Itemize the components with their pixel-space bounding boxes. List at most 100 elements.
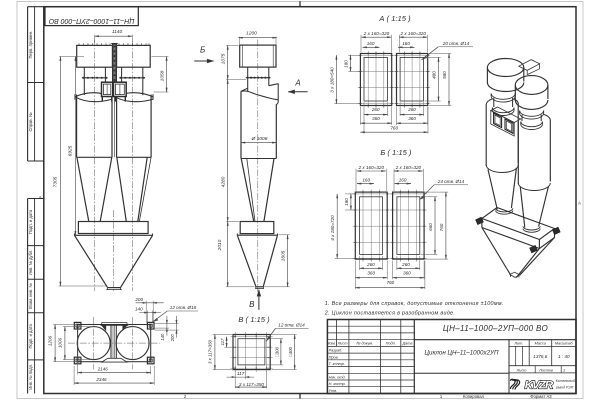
svg-text:Изм.: Изм. <box>328 342 336 346</box>
svg-text:6925: 6925 <box>68 145 74 156</box>
svg-text:160: 160 <box>362 178 370 183</box>
svg-text:117: 117 <box>237 371 245 376</box>
svg-text:360: 360 <box>367 271 375 276</box>
svg-text:2: 2 <box>184 394 187 399</box>
svg-text:Взам. инв. №: Взам. инв. № <box>28 283 33 309</box>
svg-text:160: 160 <box>402 41 410 46</box>
svg-text:2 x 160=320: 2 x 160=320 <box>358 165 385 170</box>
svg-text:ЦН–11–1000–2УП–000 ВО: ЦН–11–1000–2УП–000 ВО <box>48 17 134 24</box>
svg-text:Б: Б <box>200 46 205 55</box>
svg-text:1006: 1006 <box>57 337 62 348</box>
svg-text:KVZR: KVZR <box>525 380 554 392</box>
svg-text:2 x 160=320: 2 x 160=320 <box>363 31 390 36</box>
svg-text:□300: □300 <box>274 346 279 357</box>
svg-text:260: 260 <box>407 107 416 112</box>
svg-text:1: 1 <box>563 368 565 372</box>
svg-text:7305: 7305 <box>53 176 59 187</box>
svg-text:480: 480 <box>432 71 437 79</box>
svg-text:Справ. №: Справ. № <box>28 112 33 132</box>
svg-text:760: 760 <box>387 280 395 285</box>
svg-text:2346: 2346 <box>95 377 107 382</box>
svg-text:760: 760 <box>390 125 398 130</box>
svg-text:1059: 1059 <box>160 70 166 81</box>
svg-text:1206: 1206 <box>48 335 53 346</box>
svg-text:1200: 1200 <box>246 30 257 36</box>
svg-text:4 x 180=720: 4 x 180=720 <box>330 215 335 241</box>
svg-text:Листов: Листов <box>538 368 553 372</box>
svg-text:4280: 4280 <box>220 176 226 187</box>
svg-text:Инв. № дубл.: Инв. № дубл. <box>28 250 33 276</box>
svg-text:Т. контр.: Т. контр. <box>329 362 345 366</box>
svg-text:3 x 117=350: 3 x 117=350 <box>208 339 213 364</box>
svg-text:117: 117 <box>220 338 225 346</box>
svg-text:260: 260 <box>366 262 375 267</box>
svg-text:20 отв. Ø14: 20 отв. Ø14 <box>442 41 470 46</box>
svg-text:ЦН–11–1000–2УП–000 ВО: ЦН–11–1000–2УП–000 ВО <box>443 324 548 333</box>
svg-text:360: 360 <box>372 116 380 121</box>
svg-text:Подп.: Подп. <box>386 342 396 346</box>
svg-text:760: 760 <box>439 223 444 231</box>
svg-text:□400: □400 <box>288 346 293 357</box>
svg-text:№ докум.: № докум. <box>356 342 373 346</box>
svg-text:Н. контр.: Н. контр. <box>329 382 346 386</box>
svg-text:1140: 1140 <box>112 29 123 35</box>
svg-text:12 отв. Ø18: 12 отв. Ø18 <box>170 305 197 310</box>
svg-text:360: 360 <box>408 116 416 121</box>
svg-text:А: А <box>39 195 42 200</box>
svg-text:160: 160 <box>399 178 407 183</box>
svg-text:Масса: Масса <box>535 342 546 346</box>
svg-text:260: 260 <box>401 262 410 267</box>
svg-text:12 отв. Ø14: 12 отв. Ø14 <box>278 323 305 328</box>
svg-text:Циклон ЦН–11–1000х2УП: Циклон ЦН–11–1000х2УП <box>425 350 499 357</box>
svg-text:А: А <box>578 201 581 206</box>
svg-text:2 x 160=320: 2 x 160=320 <box>399 31 426 36</box>
svg-text:Дата: Дата <box>401 342 412 346</box>
svg-text:3 x 117=350: 3 x 117=350 <box>239 382 265 387</box>
svg-text:Перв. примен.: Перв. примен. <box>28 31 33 59</box>
svg-text:200: 200 <box>134 297 143 302</box>
svg-text:1 : 40: 1 : 40 <box>558 354 570 359</box>
svg-text:завод РЭП: завод РЭП <box>555 386 574 390</box>
svg-text:Копировал: Копировал <box>463 394 485 399</box>
svg-text:180: 180 <box>344 60 349 68</box>
svg-text:Пров.: Пров. <box>329 355 339 359</box>
svg-text:Масштаб: Масштаб <box>555 342 574 346</box>
svg-text:140: 140 <box>160 333 165 341</box>
svg-text:660: 660 <box>428 223 433 231</box>
svg-text:1075: 1075 <box>220 53 226 64</box>
svg-text:200: 200 <box>170 334 175 343</box>
svg-text:А: А <box>294 79 300 88</box>
svg-text:Ø 1008: Ø 1008 <box>251 136 268 142</box>
svg-text:Котельный: Котельный <box>556 379 575 383</box>
svg-text:Разраб.: Разраб. <box>329 349 343 353</box>
svg-text:2010: 2010 <box>217 239 223 251</box>
svg-text:Лист: Лист <box>516 368 527 372</box>
svg-text:Утв.: Утв. <box>329 389 338 393</box>
svg-text:В ( 1:15 ): В ( 1:15 ) <box>238 315 270 324</box>
svg-text:1376,6: 1376,6 <box>533 354 547 359</box>
svg-text:Б ( 1:15 ): Б ( 1:15 ) <box>380 148 412 157</box>
svg-text:24 отв. Ø14: 24 отв. Ø14 <box>437 179 465 184</box>
svg-text:2. Циклон поставляется в разо: 2. Циклон поставляется в разобранном вид… <box>324 311 456 317</box>
svg-text:1. Все размеры для справок, д: 1. Все размеры для справок, допустимые о… <box>325 301 504 307</box>
svg-text:Лист: Лист <box>337 342 348 346</box>
svg-text:1: 1 <box>440 394 443 399</box>
svg-text:3 x 180=540: 3 x 180=540 <box>329 67 334 93</box>
svg-text:160: 160 <box>367 41 375 46</box>
svg-text:Подп. и дата: Подп. и дата <box>28 209 33 234</box>
svg-text:180: 180 <box>344 198 349 206</box>
svg-text:260: 260 <box>371 107 380 112</box>
svg-text:А ( 1:15 ): А ( 1:15 ) <box>378 14 411 23</box>
svg-text:360: 360 <box>403 271 411 276</box>
svg-text:2 x 160=320: 2 x 160=320 <box>395 165 422 170</box>
svg-text:Инв. № подл.: Инв. № подл. <box>28 364 33 390</box>
svg-text:Формат А3: Формат А3 <box>530 394 552 399</box>
svg-text:Нач. отд.: Нач. отд. <box>329 376 346 380</box>
svg-text:Лит.: Лит. <box>513 342 523 346</box>
svg-text:В: В <box>249 300 255 309</box>
svg-text:2146: 2146 <box>97 366 109 371</box>
svg-text:Подп. и дата: Подп. и дата <box>28 323 33 348</box>
svg-text:1605: 1605 <box>281 250 287 261</box>
svg-text:140: 140 <box>135 307 143 312</box>
svg-text:580: 580 <box>442 71 447 79</box>
